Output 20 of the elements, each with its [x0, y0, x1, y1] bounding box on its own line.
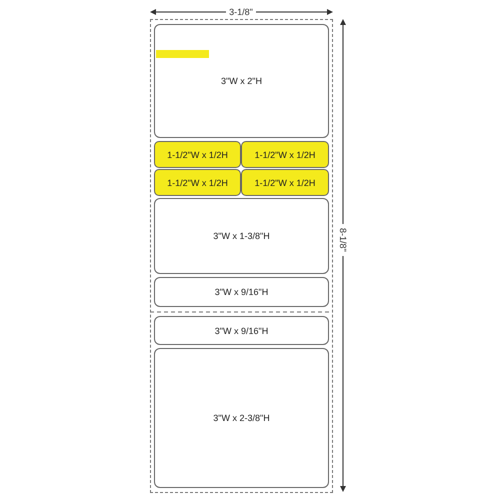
- sticker-label: [241, 169, 329, 196]
- sticker-label: [241, 141, 329, 168]
- size-text: 3"W x 9/16"H: [214, 326, 268, 336]
- label-sheet: [150, 19, 333, 493]
- size-text: 1-1/2"W x 1/2H: [167, 178, 228, 188]
- size-text: 3"W x 2-3/8"H: [213, 413, 270, 423]
- size-text: 3"W x 2"H: [221, 76, 262, 86]
- sticker-label: [154, 348, 329, 488]
- sticker-label: [154, 141, 241, 168]
- sticker-label: [154, 316, 329, 345]
- sticker-label: [154, 198, 329, 274]
- size-text: 3"W x 1-3/8"H: [213, 231, 270, 241]
- size-text: 1-1/2"W x 1/2H: [254, 150, 316, 160]
- sticker-label: [154, 169, 241, 196]
- dimension-label: 3-1/8": [226, 7, 256, 17]
- size-text: 1-1/2"W x 1/2H: [254, 178, 316, 188]
- sticker-label: [154, 277, 329, 307]
- sticker-label: [154, 24, 329, 138]
- size-text: 3"W x 9/16"H: [214, 287, 268, 297]
- size-text: 1-1/2"W x 1/2H: [167, 150, 228, 160]
